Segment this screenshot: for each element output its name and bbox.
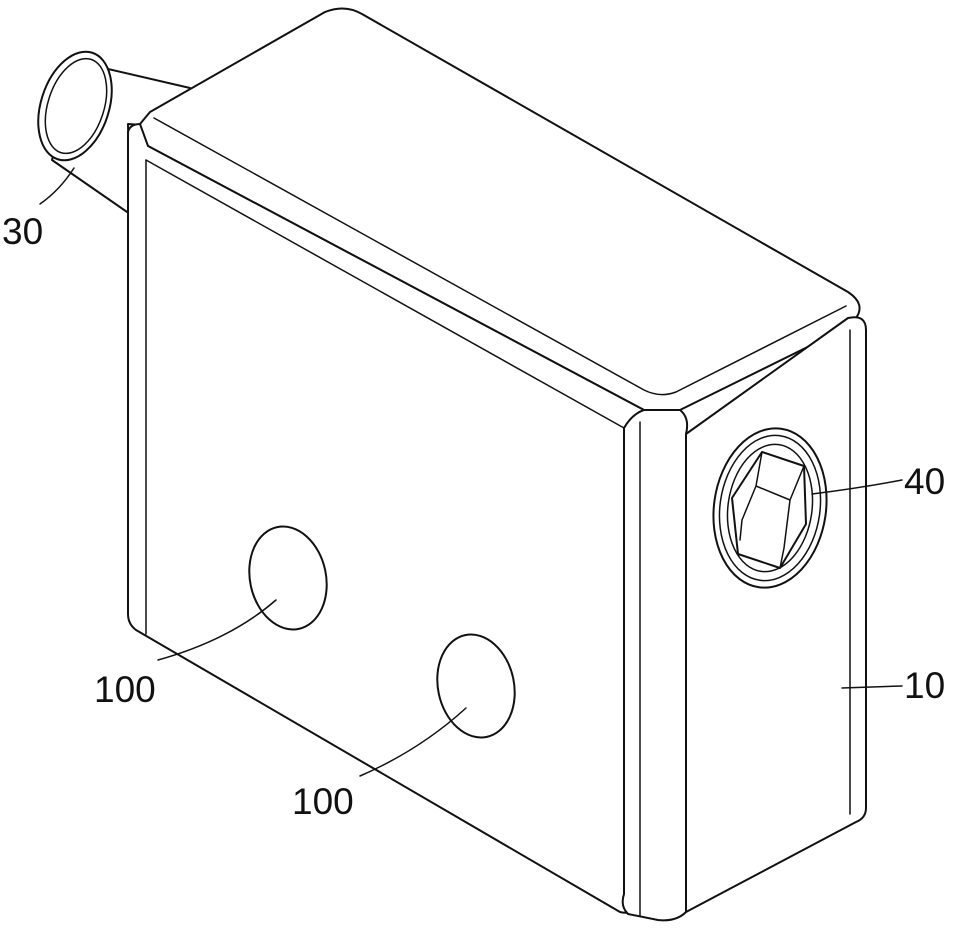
label-100-lower: 100 xyxy=(292,781,354,822)
leader-30 xyxy=(40,168,74,204)
label-100-upper: 100 xyxy=(94,669,156,710)
label-30: 30 xyxy=(2,211,43,252)
corner-bevel xyxy=(623,410,687,920)
label-40: 40 xyxy=(904,461,945,502)
right-face xyxy=(686,317,866,912)
label-10: 10 xyxy=(904,665,945,706)
